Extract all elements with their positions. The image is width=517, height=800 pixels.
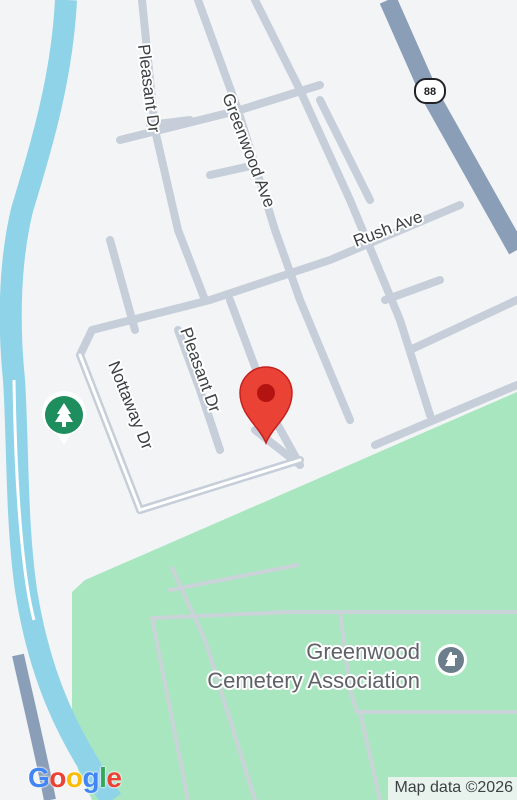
cemetery-area[interactable] [72,392,517,800]
street-label-nottaway-dr: Nottaway Dr [104,358,157,452]
street-label-rush-ave: Rush Ave [351,207,425,251]
poi-label-cemetery-line2[interactable]: Cemetery Association [205,666,422,695]
google-logo[interactable]: Google [28,762,122,794]
street-label-pleasant-dr-north: Pleasant Dr [134,43,164,134]
map-attribution[interactable]: Map data ©2026 [388,777,517,800]
logo-letter-e: e [106,762,122,793]
logo-letter-o2: o [65,762,83,793]
logo-letter-l: l [99,762,107,793]
logo-letter-o1: o [49,762,66,793]
logo-letter-g: G [28,762,50,793]
left-road-edge [12,379,36,621]
park-tree-icon[interactable] [42,391,86,445]
highway-left [12,653,56,800]
logo-letter-g2: g [82,762,100,793]
street-label-greenwood-ave: Greenwood Ave [218,91,279,210]
street-casing [78,353,302,512]
cemetery-paths [150,563,517,800]
street-label-pleasant-dr-south: Pleasant Dr [176,325,224,415]
highway-route-shield-icon[interactable]: 88 [414,78,446,104]
poi-label-cemetery-line1[interactable]: Greenwood [304,637,422,666]
red-location-pin-icon[interactable] [239,366,293,446]
cemetery-icon[interactable] [435,644,467,676]
route-number: 88 [424,86,436,98]
